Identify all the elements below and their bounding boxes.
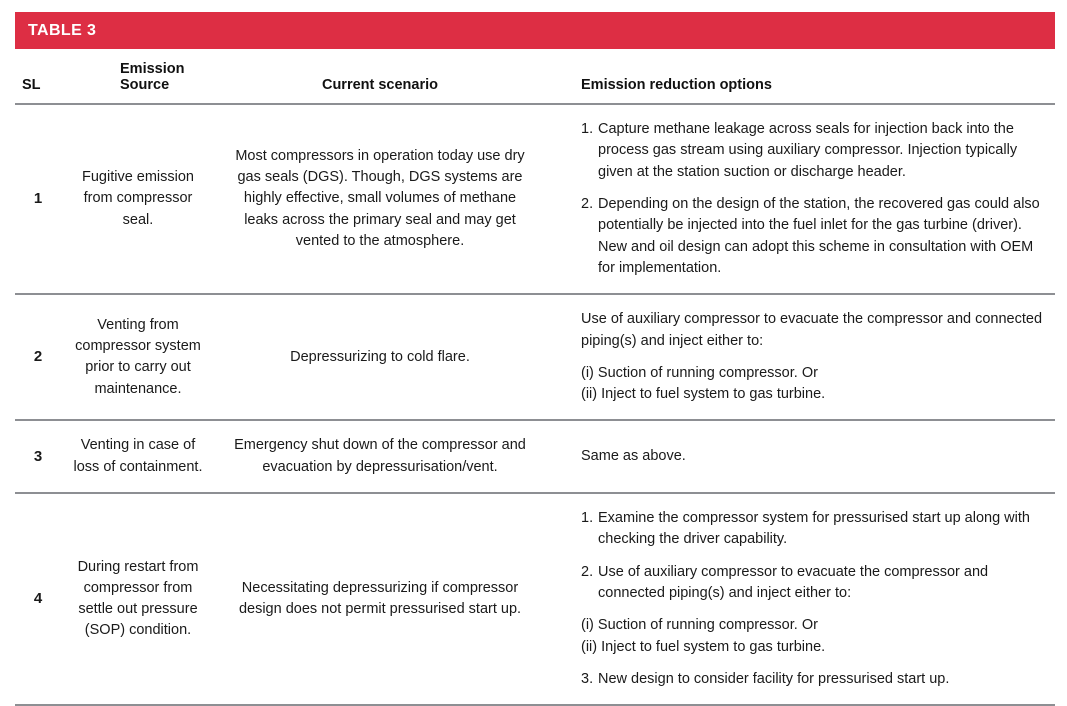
cell-emission-reduction-options: 1.Examine the compressor system for pres…	[545, 493, 1055, 706]
cell-emission-source: During restart from compressor from sett…	[61, 493, 215, 706]
option-numbered-item: 2.Depending on the design of the station…	[581, 194, 1045, 279]
cell-emission-reduction-options: Same as above.	[545, 420, 1055, 495]
option-numbered-item: 1.Examine the compressor system for pres…	[581, 508, 1045, 551]
column-header-emission-reduction-options: Emission reduction options	[545, 49, 1055, 105]
option-line: (ii) Inject to fuel system to gas turbin…	[581, 386, 826, 403]
option-line: Same as above.	[581, 448, 686, 465]
option-plain-item: Same as above.	[581, 446, 1045, 467]
option-number: 2.	[581, 563, 594, 580]
option-numbered-item: 2.Use of auxiliary compressor to evacuat…	[581, 562, 1045, 605]
cell-emission-source: Fugitive emission from compressor seal.	[61, 104, 215, 296]
table-title-banner: TABLE 3	[15, 12, 1055, 49]
cell-emission-source: Venting in case of loss of containment.	[61, 420, 215, 495]
option-number: 1.	[581, 510, 594, 527]
column-header-current-scenario: Current scenario	[215, 49, 545, 105]
option-number: 3.	[581, 670, 594, 687]
cell-emission-source: Venting from compressor system prior to …	[61, 294, 215, 422]
cell-current-scenario: Depressurizing to cold flare.	[215, 294, 545, 422]
table-header: SL Emission Source Current scenario Emis…	[15, 49, 1055, 105]
cell-current-scenario: Most compressors in operation today use …	[215, 104, 545, 296]
option-line: (i) Suction of running compressor. Or	[581, 364, 818, 381]
option-text: Capture methane leakage across seals for…	[598, 121, 1018, 180]
option-plain-item: (i) Suction of running compressor. Or (ii…	[581, 615, 1045, 658]
cell-emission-reduction-options: 1.Capture methane leakage across seals f…	[545, 104, 1055, 296]
cell-sl: 1	[15, 104, 61, 296]
option-line: (i) Suction of running compressor. Or	[581, 617, 818, 634]
option-text: Depending on the design of the station, …	[598, 195, 1040, 276]
option-line: Use of auxiliary compressor to evacuate …	[581, 311, 1043, 349]
table-header-row: SL Emission Source Current scenario Emis…	[15, 49, 1055, 105]
cell-sl: 2	[15, 294, 61, 422]
column-header-sl: SL	[15, 49, 61, 105]
cell-emission-reduction-options: Use of auxiliary compressor to evacuate …	[545, 294, 1055, 422]
table-3-container: TABLE 3 SL Emission Source Current scena…	[15, 12, 1055, 706]
option-plain-item: Use of auxiliary compressor to evacuate …	[581, 309, 1045, 352]
option-numbered-item: 3.New design to consider facility for pr…	[581, 669, 1045, 690]
option-number: 2.	[581, 195, 594, 212]
option-line: (ii) Inject to fuel system to gas turbin…	[581, 638, 826, 655]
option-number: 1.	[581, 121, 594, 137]
cell-sl: 3	[15, 420, 61, 495]
table-title: TABLE 3	[28, 21, 97, 39]
emission-reduction-table: SL Emission Source Current scenario Emis…	[15, 49, 1055, 706]
column-header-emission-source: Emission Source	[61, 49, 215, 105]
option-text: Use of auxiliary compressor to evacuate …	[598, 563, 989, 601]
option-text: Examine the compressor system for pressu…	[598, 510, 1030, 548]
cell-current-scenario: Emergency shut down of the compressor an…	[215, 420, 545, 495]
option-plain-item: (i) Suction of running compressor. Or (ii…	[581, 363, 1045, 406]
cell-current-scenario: Necessitating depressurizing if compress…	[215, 493, 545, 706]
option-text: New design to consider facility for pres…	[598, 670, 950, 687]
cell-sl: 4	[15, 493, 61, 706]
option-numbered-item: 1.Capture methane leakage across seals f…	[581, 119, 1045, 183]
